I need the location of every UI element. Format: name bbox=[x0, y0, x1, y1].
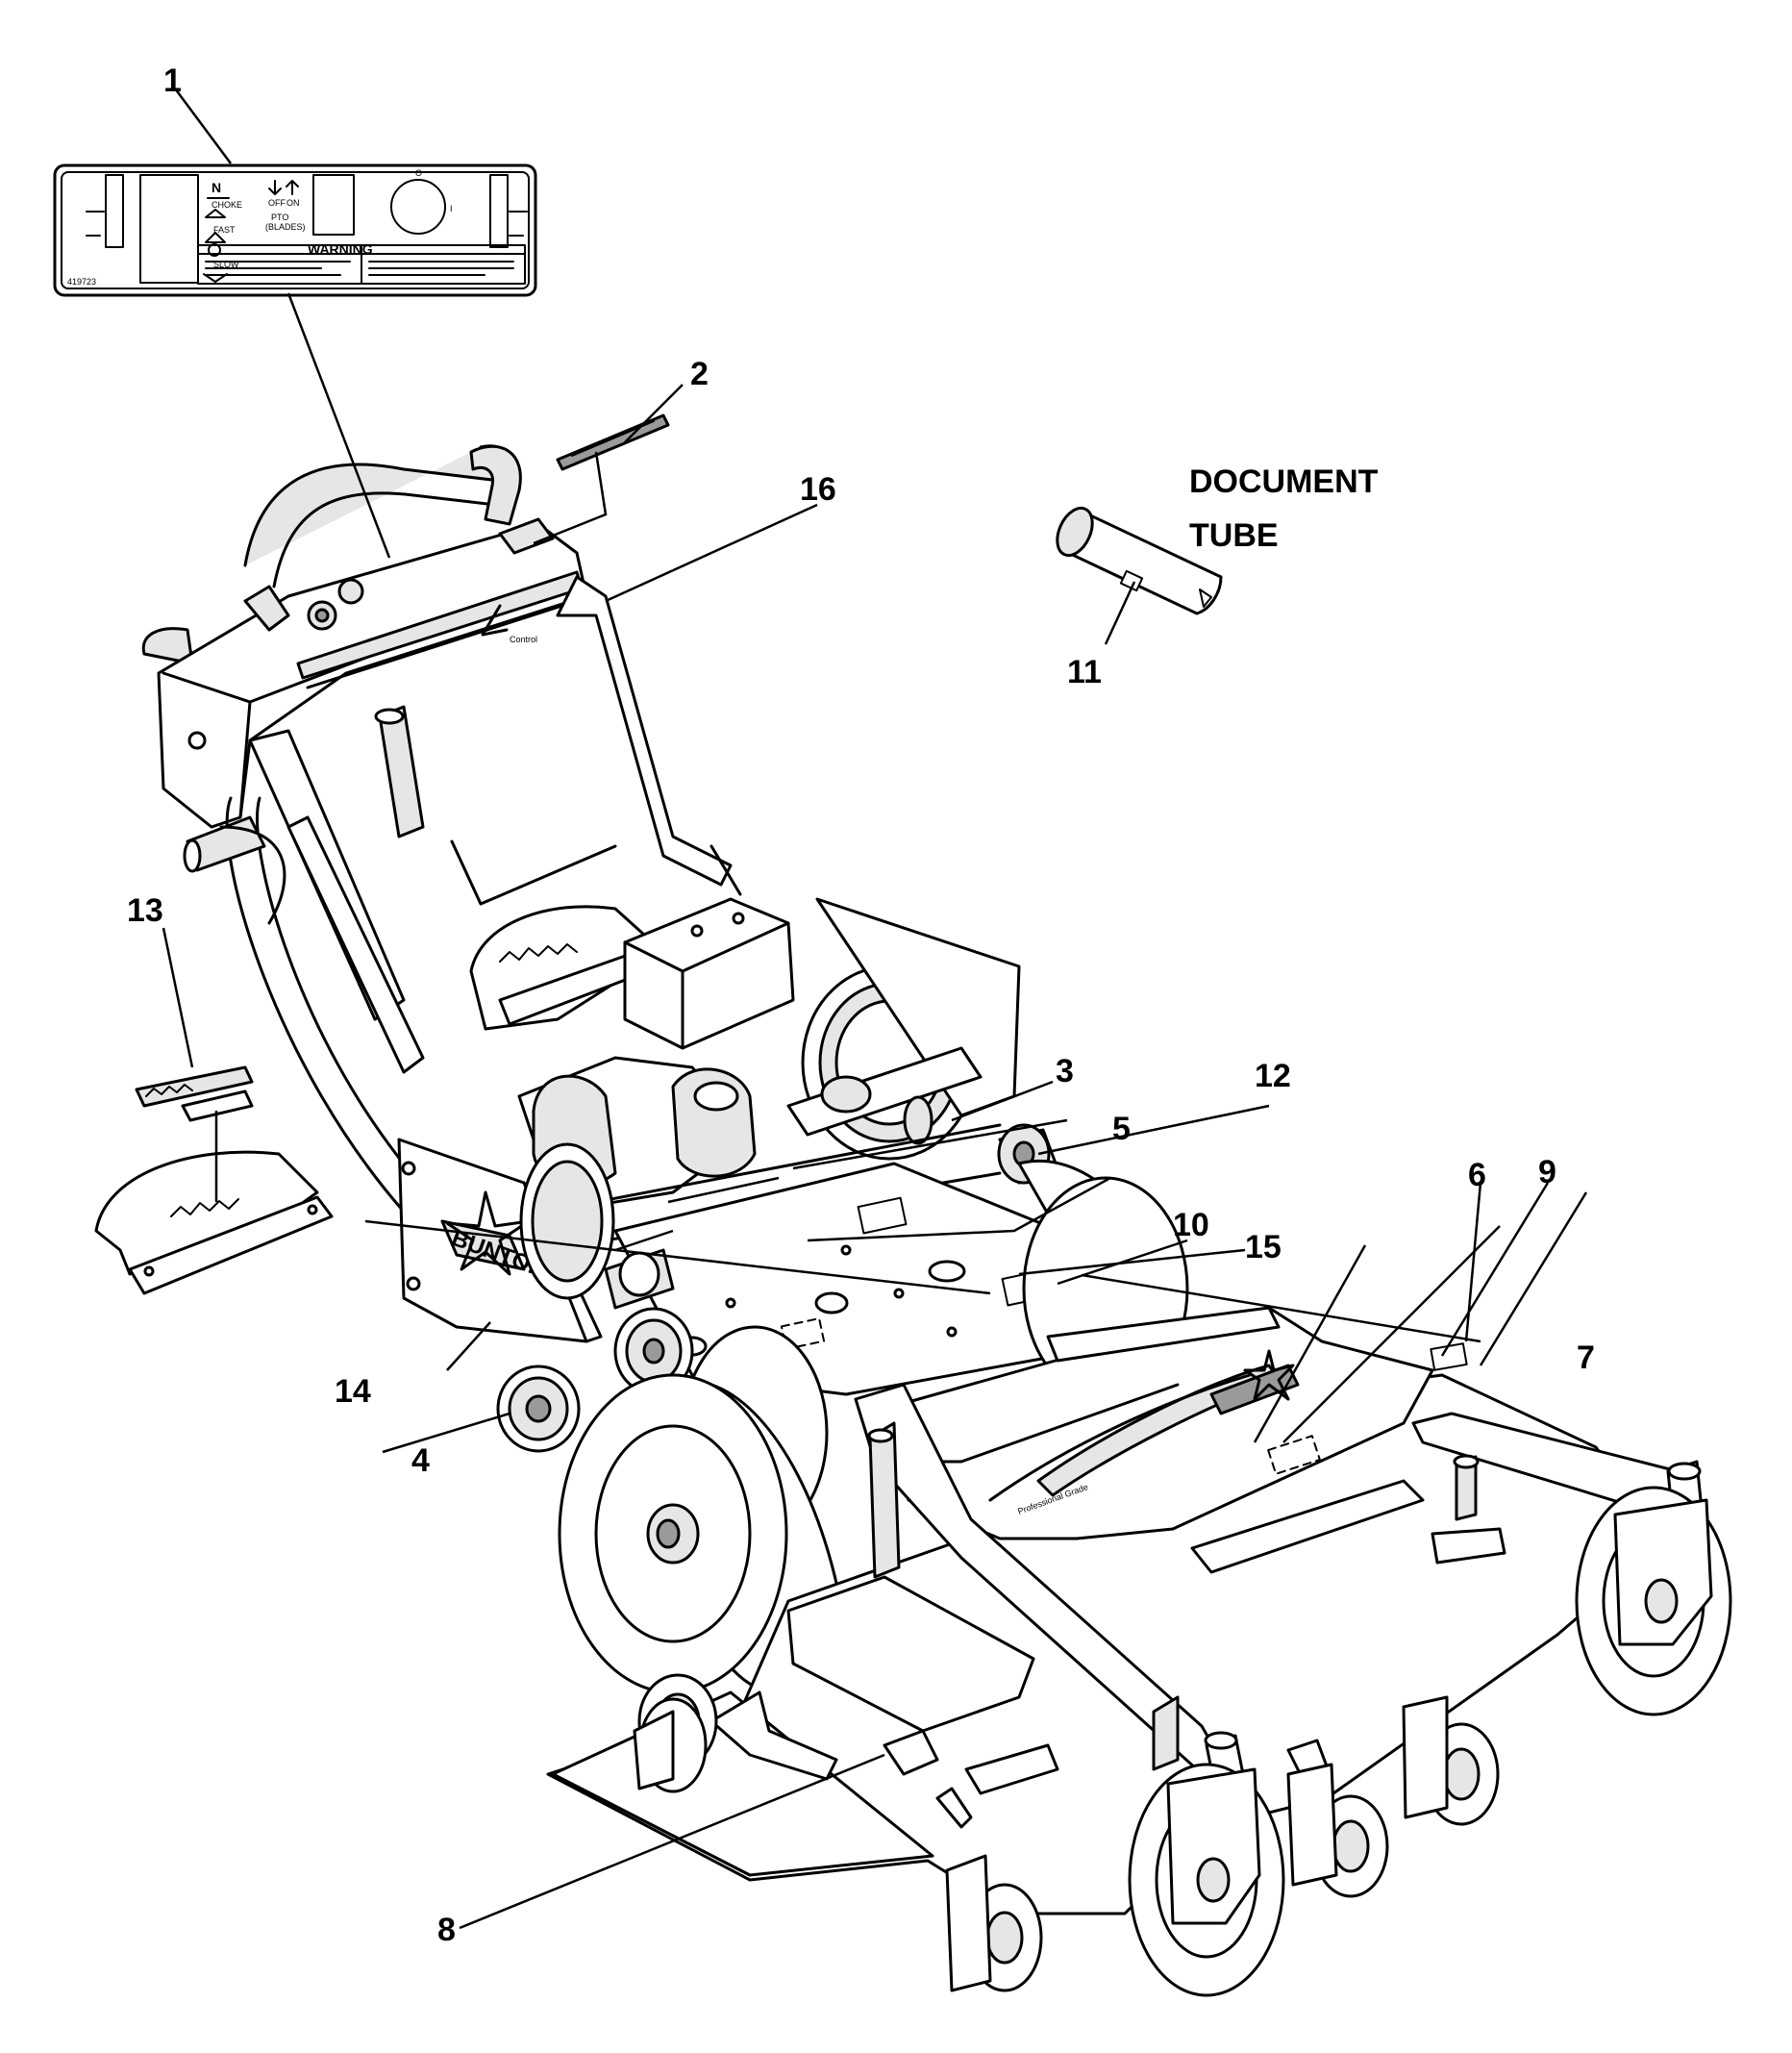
control-logo: Control bbox=[510, 635, 537, 644]
callout-10: 10 bbox=[1173, 1207, 1209, 1243]
mower-deck: Professional Grade bbox=[546, 1306, 1680, 1915]
drive-assembly bbox=[517, 897, 1059, 1242]
callout-8: 8 bbox=[437, 1912, 456, 1948]
brand-strip-decal bbox=[556, 413, 670, 471]
callout-labels: 1 2 3 4 5 6 7 8 9 10 11 12 13 14 15 16 D… bbox=[127, 63, 1595, 1948]
document-tube-label-line1: DOCUMENT bbox=[1189, 463, 1379, 500]
caster-wheels bbox=[633, 1460, 1732, 1997]
callout-16: 16 bbox=[800, 471, 836, 508]
callout-11: 11 bbox=[1067, 654, 1102, 690]
speed-decal-and-plate bbox=[94, 1065, 334, 1295]
document-tube bbox=[1056, 506, 1223, 615]
callout-3: 3 bbox=[1056, 1053, 1074, 1089]
callout-13: 13 bbox=[127, 892, 163, 929]
callout-12: 12 bbox=[1255, 1058, 1291, 1094]
pto-label: PTO bbox=[271, 213, 288, 222]
svg-text:I: I bbox=[450, 204, 453, 213]
control-panel-decal: N CHOKE FAST SLOW OFF ON PTO (BLADES) O … bbox=[53, 163, 537, 297]
off-label: OFF bbox=[268, 198, 286, 208]
svg-text:N: N bbox=[212, 180, 221, 195]
handle-assembly: Control bbox=[141, 444, 742, 1214]
leader-lines bbox=[162, 88, 1588, 1930]
callout-1: 1 bbox=[163, 63, 182, 99]
callout-9: 9 bbox=[1538, 1154, 1556, 1190]
callout-15: 15 bbox=[1245, 1229, 1282, 1265]
callout-4: 4 bbox=[411, 1442, 430, 1479]
callout-2: 2 bbox=[690, 356, 709, 392]
decal-part-number: 419723 bbox=[67, 277, 96, 287]
fast-label: FAST bbox=[213, 225, 236, 235]
slow-label: SLOW bbox=[213, 260, 239, 269]
callout-6: 6 bbox=[1468, 1157, 1486, 1193]
svg-text:O: O bbox=[415, 168, 422, 178]
on-label: ON bbox=[286, 198, 300, 208]
document-tube-label-line2: TUBE bbox=[1189, 517, 1279, 554]
callout-14: 14 bbox=[335, 1373, 371, 1410]
blades-label: (BLADES) bbox=[265, 222, 306, 232]
callout-5: 5 bbox=[1112, 1111, 1131, 1147]
choke-label: CHOKE bbox=[212, 200, 242, 210]
warning-label: WARNING bbox=[308, 241, 373, 257]
callout-7: 7 bbox=[1577, 1339, 1595, 1376]
